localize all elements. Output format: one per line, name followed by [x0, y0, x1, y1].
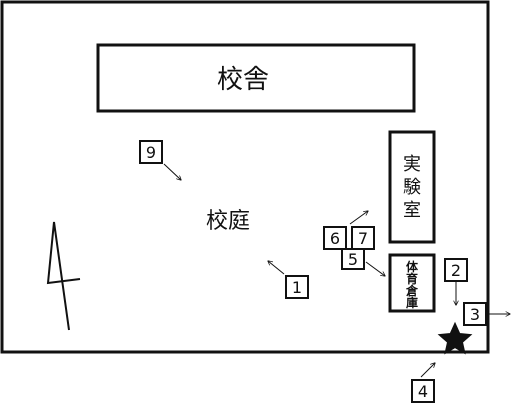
- star-icon: [437, 321, 473, 355]
- marker-6-7-arrow: [349, 211, 368, 225]
- marker-3: 3: [463, 302, 510, 326]
- marker-3-label: 3: [470, 305, 480, 324]
- marker-9-label: 9: [146, 143, 156, 162]
- storage-char-1: 体: [406, 259, 419, 274]
- north-arrow-icon: [46, 221, 81, 331]
- courtyard-label: 校庭: [206, 209, 250, 234]
- marker-2-label: 2: [451, 261, 461, 280]
- marker-1-arrow: [268, 261, 285, 275]
- lab-building: 実 験 室: [388, 130, 436, 244]
- marker-6: 6: [323, 226, 347, 250]
- marker-5-arrow: [365, 261, 385, 276]
- storage-char-2: 育: [406, 271, 418, 286]
- marker-6-label: 6: [330, 229, 340, 248]
- marker-1-label: 1: [292, 278, 302, 297]
- marker-4: 4: [411, 363, 435, 403]
- main-building: 校舎: [96, 43, 416, 113]
- marker-4-label: 4: [418, 382, 428, 401]
- marker-9-arrow: [163, 163, 181, 180]
- marker-5-label: 5: [348, 250, 358, 269]
- marker-7: 7: [351, 226, 375, 250]
- school-grounds-boundary: [0, 0, 490, 354]
- marker-2: 2: [444, 258, 468, 305]
- marker-9: 9: [139, 140, 181, 180]
- marker-7-label: 7: [358, 229, 368, 248]
- lab-char-3: 室: [403, 200, 421, 221]
- gym-storage-building: 体 育 倉 庫: [388, 253, 436, 313]
- main-building-label: 校舎: [217, 65, 269, 95]
- marker-5: 5: [341, 248, 385, 276]
- marker-4-arrow: [420, 363, 435, 378]
- lab-char-1: 実: [403, 154, 421, 175]
- marker-1: 1: [268, 261, 309, 299]
- lab-char-2: 験: [403, 177, 421, 198]
- storage-char-4: 庫: [406, 295, 418, 310]
- storage-char-3: 倉: [405, 283, 419, 298]
